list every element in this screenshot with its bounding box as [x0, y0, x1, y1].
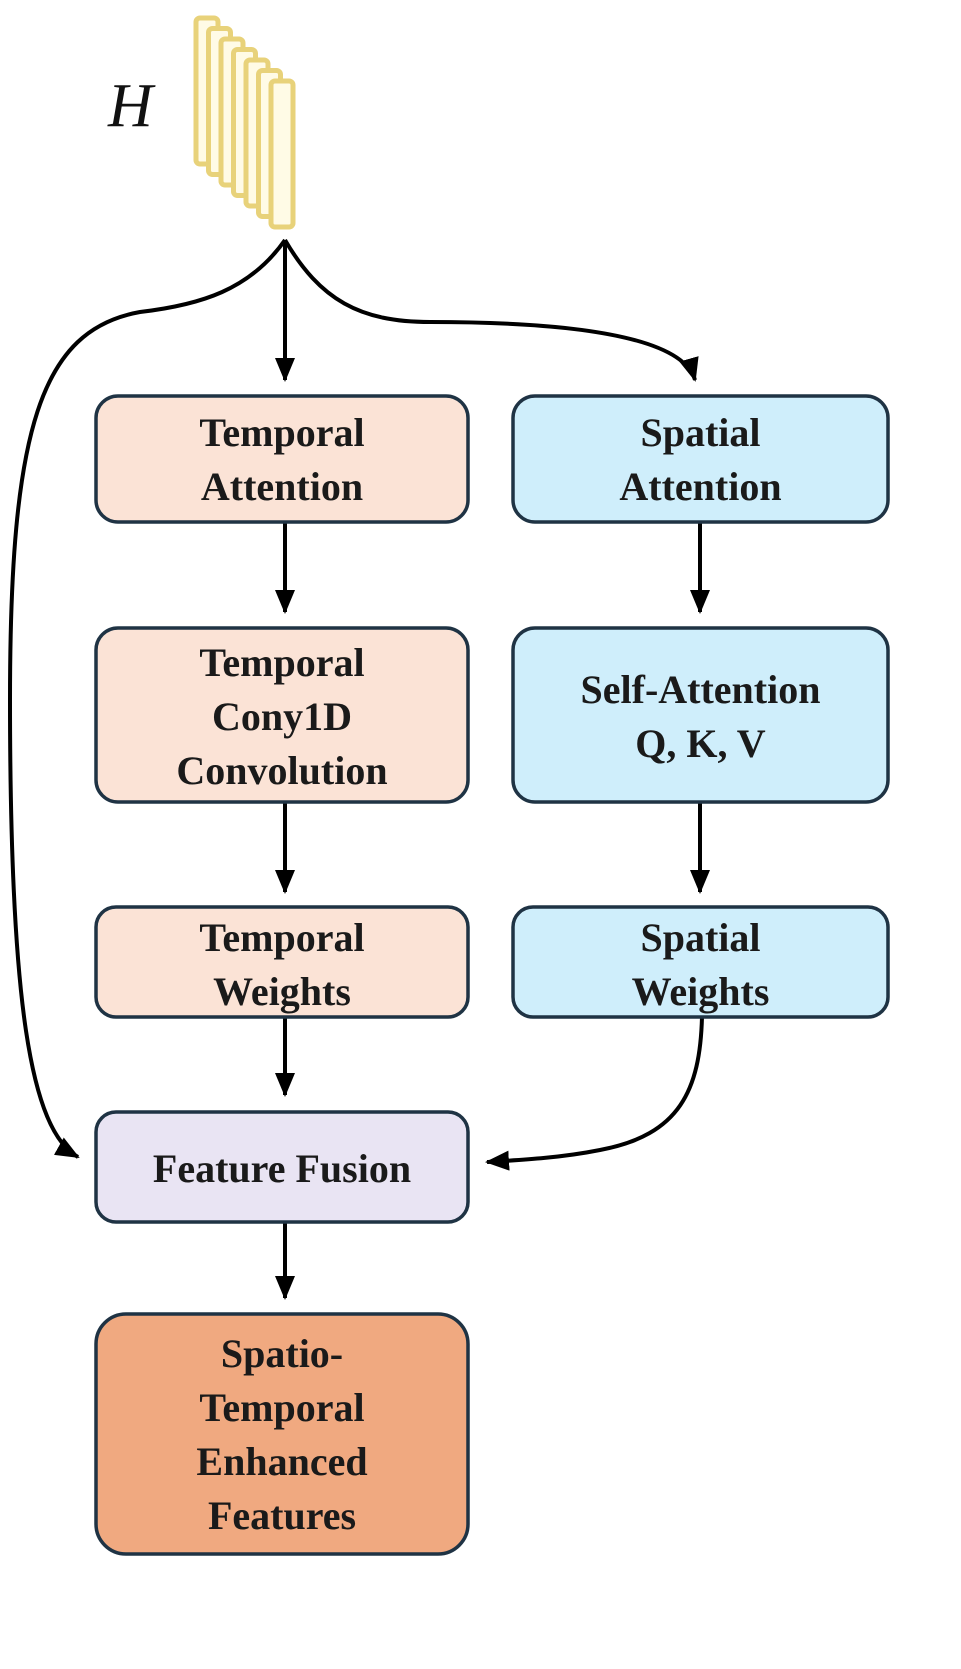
node-temporal-conv1d-label-line: Cony1D	[212, 694, 352, 739]
node-temporal-weights-label-line: Temporal	[199, 915, 364, 960]
node-spatial-weights-label-line: Spatial	[640, 915, 760, 960]
node-self-attention-box	[511, 626, 890, 804]
node-self-attention: Self-Attention Q, K, V	[511, 626, 890, 804]
nodes: TemporalAttentionTemporalCony1DConvoluti…	[94, 394, 890, 1556]
node-spatial-weights-box	[511, 905, 890, 1019]
edge-spatial-weights-to-fusion	[485, 1016, 704, 1171]
node-feature-fusion: Feature Fusion	[94, 1110, 470, 1224]
input-feature-stack	[193, 15, 296, 230]
node-temporal-conv1d-label-line: Convolution	[176, 748, 387, 793]
node-spatial-attention-label-line: Attention	[619, 464, 781, 509]
node-temporal-conv1d-box	[94, 626, 470, 804]
input-label-h: H	[107, 72, 156, 140]
node-self-attention-label-line: Q, K, V	[635, 721, 766, 766]
edge-h-to-feature-fusion	[7, 238, 287, 1159]
feature-map-slice	[268, 78, 296, 230]
node-temporal-attention-box	[94, 394, 470, 524]
node-spatial-attention-label-line: Spatial	[640, 410, 760, 455]
node-spatio-temporal-enhanced-features-box	[94, 1312, 470, 1556]
node-feature-fusion-label-line: Feature Fusion	[153, 1146, 411, 1191]
node-spatio-temporal-enhanced-features-label-line: Spatio-	[221, 1331, 343, 1376]
edge-h-to-spatial-attention	[283, 238, 699, 382]
node-spatial-weights-label-line: Weights	[632, 969, 770, 1014]
node-spatio-temporal-enhanced-features-label-line: Temporal	[199, 1385, 364, 1430]
node-temporal-attention-label-line: Temporal	[199, 410, 364, 455]
node-spatio-temporal-enhanced-features-label-line: Features	[208, 1493, 356, 1538]
node-spatial-attention-box	[511, 394, 890, 524]
node-temporal-attention-label-line: Attention	[201, 464, 363, 509]
node-temporal-conv1d-label-line: Temporal	[199, 640, 364, 685]
edges	[7, 238, 710, 1300]
node-feature-fusion-box	[94, 1110, 470, 1224]
node-temporal-weights-label-line: Weights	[213, 969, 351, 1014]
node-temporal-weights-box	[94, 905, 470, 1019]
node-self-attention-label-line: Self-Attention	[581, 667, 821, 712]
node-spatio-temporal-enhanced-features-label-line: Enhanced	[196, 1439, 367, 1484]
